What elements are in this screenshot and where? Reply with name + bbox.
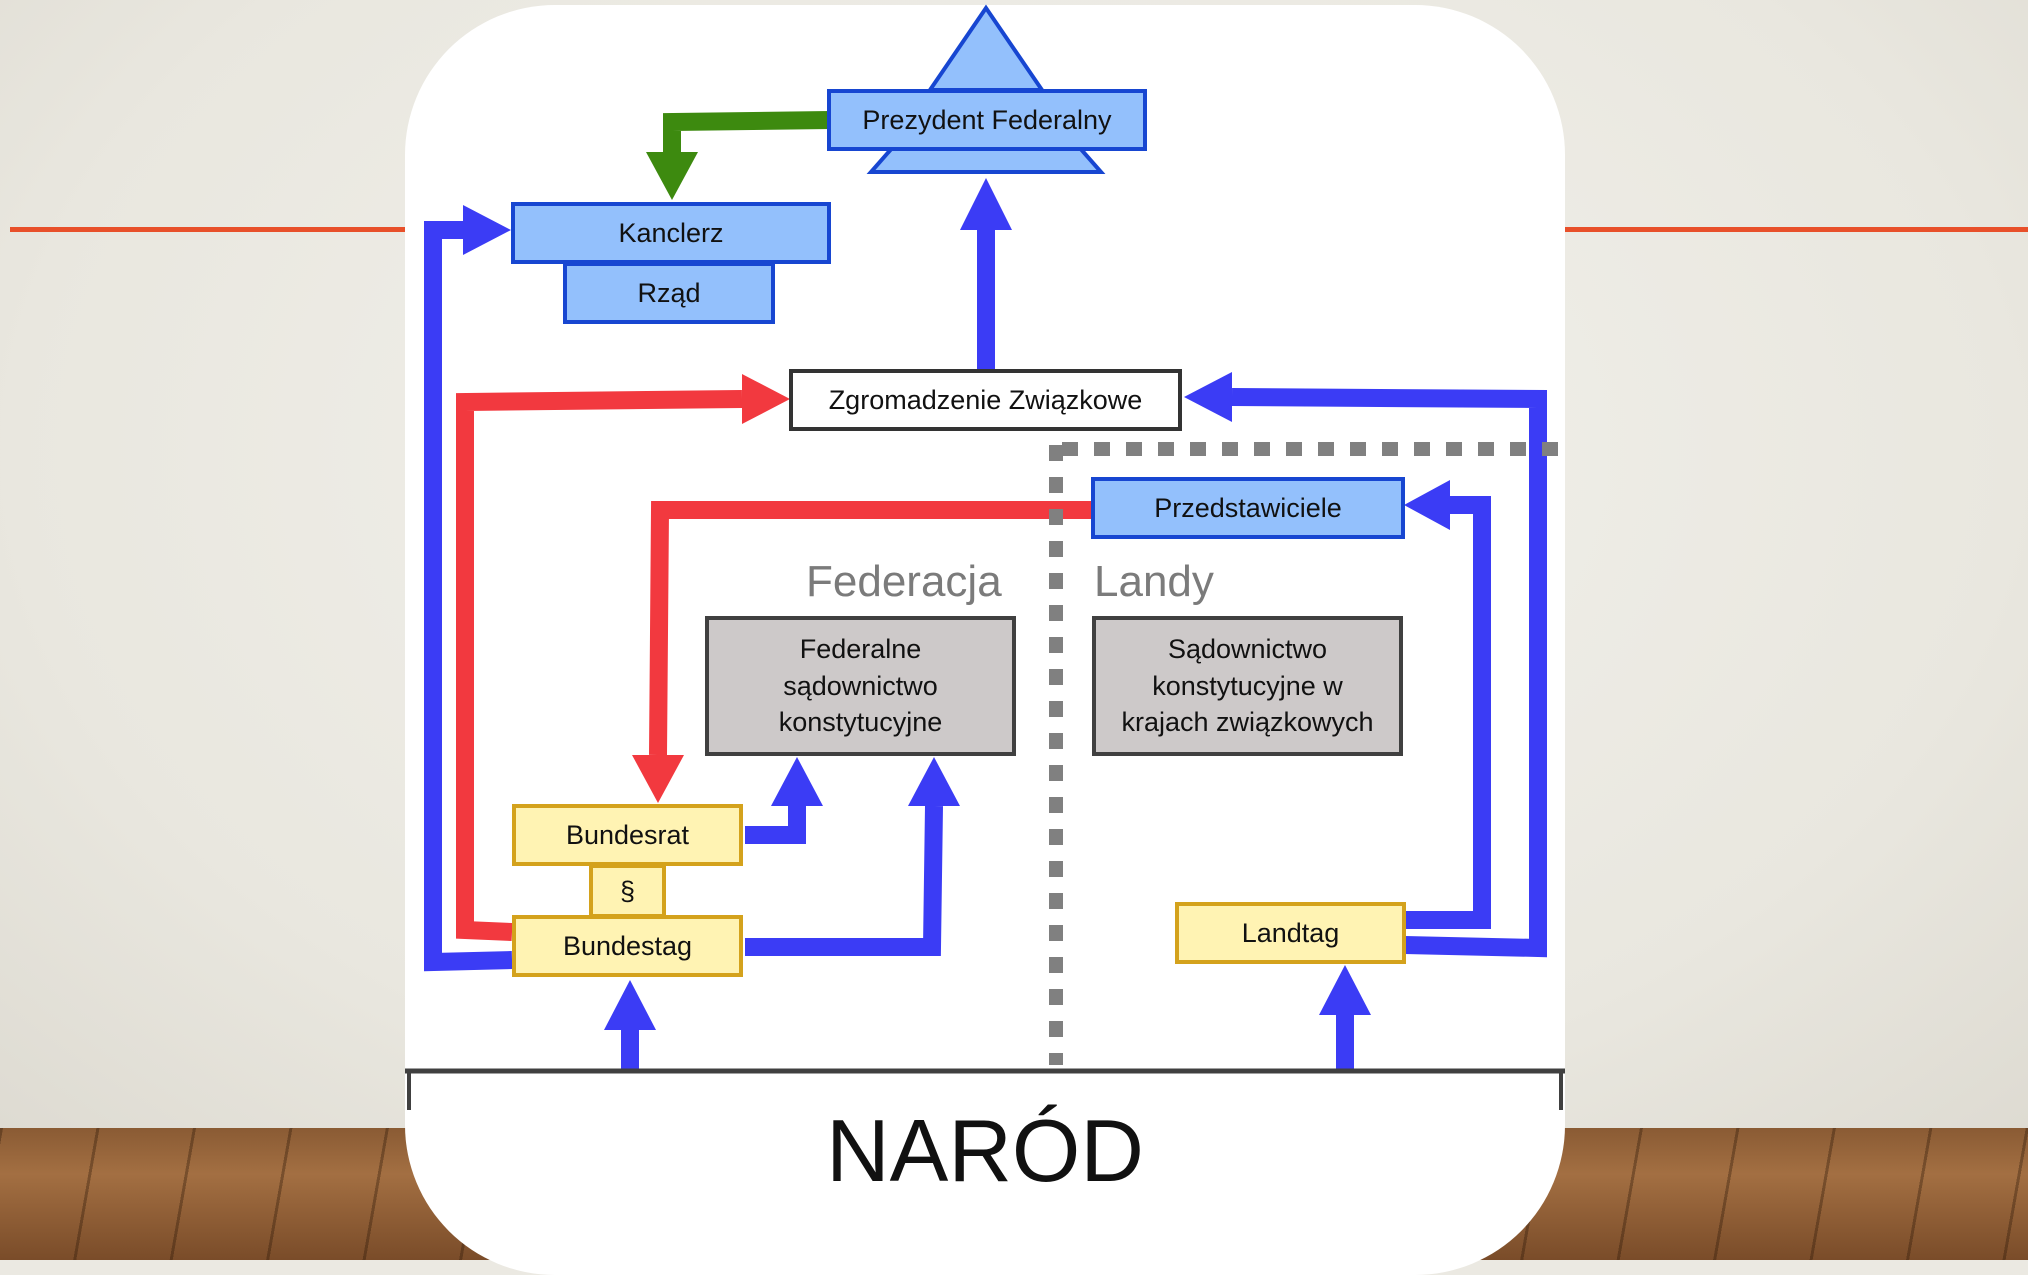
president-triangle bbox=[926, 4, 1046, 92]
representatives-box: Przedstawiciele bbox=[1091, 477, 1405, 539]
arrow-representatives-bundesrat bbox=[649, 501, 1092, 756]
arrow-landtag-convention bbox=[1231, 388, 1547, 958]
state-courts-box: Sądownictwo konstytucyjne w krajach zwią… bbox=[1092, 616, 1403, 756]
federal-court-box: Federalne sądownictwo konstytucyjne bbox=[705, 616, 1016, 756]
bundesrat-box: Bundesrat bbox=[512, 804, 743, 866]
president-box: Prezydent Federalny bbox=[827, 89, 1147, 151]
bundestag-box: Bundestag bbox=[512, 915, 743, 977]
arrow-president-chancellor bbox=[663, 111, 831, 152]
arrow-bundestag-chancellor bbox=[424, 221, 513, 972]
arrow-bundesrat-court bbox=[745, 806, 806, 844]
chancellor-box: Kanclerz bbox=[511, 202, 831, 264]
government-box: Rząd bbox=[563, 262, 775, 324]
section-sign-box: § bbox=[589, 864, 666, 918]
arrow-bundestag-court bbox=[745, 805, 943, 956]
federal-convention-box: Zgromadzenie Związkowe bbox=[789, 369, 1182, 431]
states-label: Landy bbox=[1094, 557, 1214, 606]
arrow-bundestag-convention bbox=[456, 390, 743, 941]
accent-line-left bbox=[10, 227, 410, 232]
accent-line-right bbox=[1560, 227, 2028, 232]
arrow-landtag-representatives bbox=[1405, 496, 1491, 929]
landtag-box: Landtag bbox=[1175, 902, 1406, 964]
nation-label: NARÓD bbox=[826, 1101, 1144, 1200]
federation-label: Federacja bbox=[806, 557, 1002, 606]
